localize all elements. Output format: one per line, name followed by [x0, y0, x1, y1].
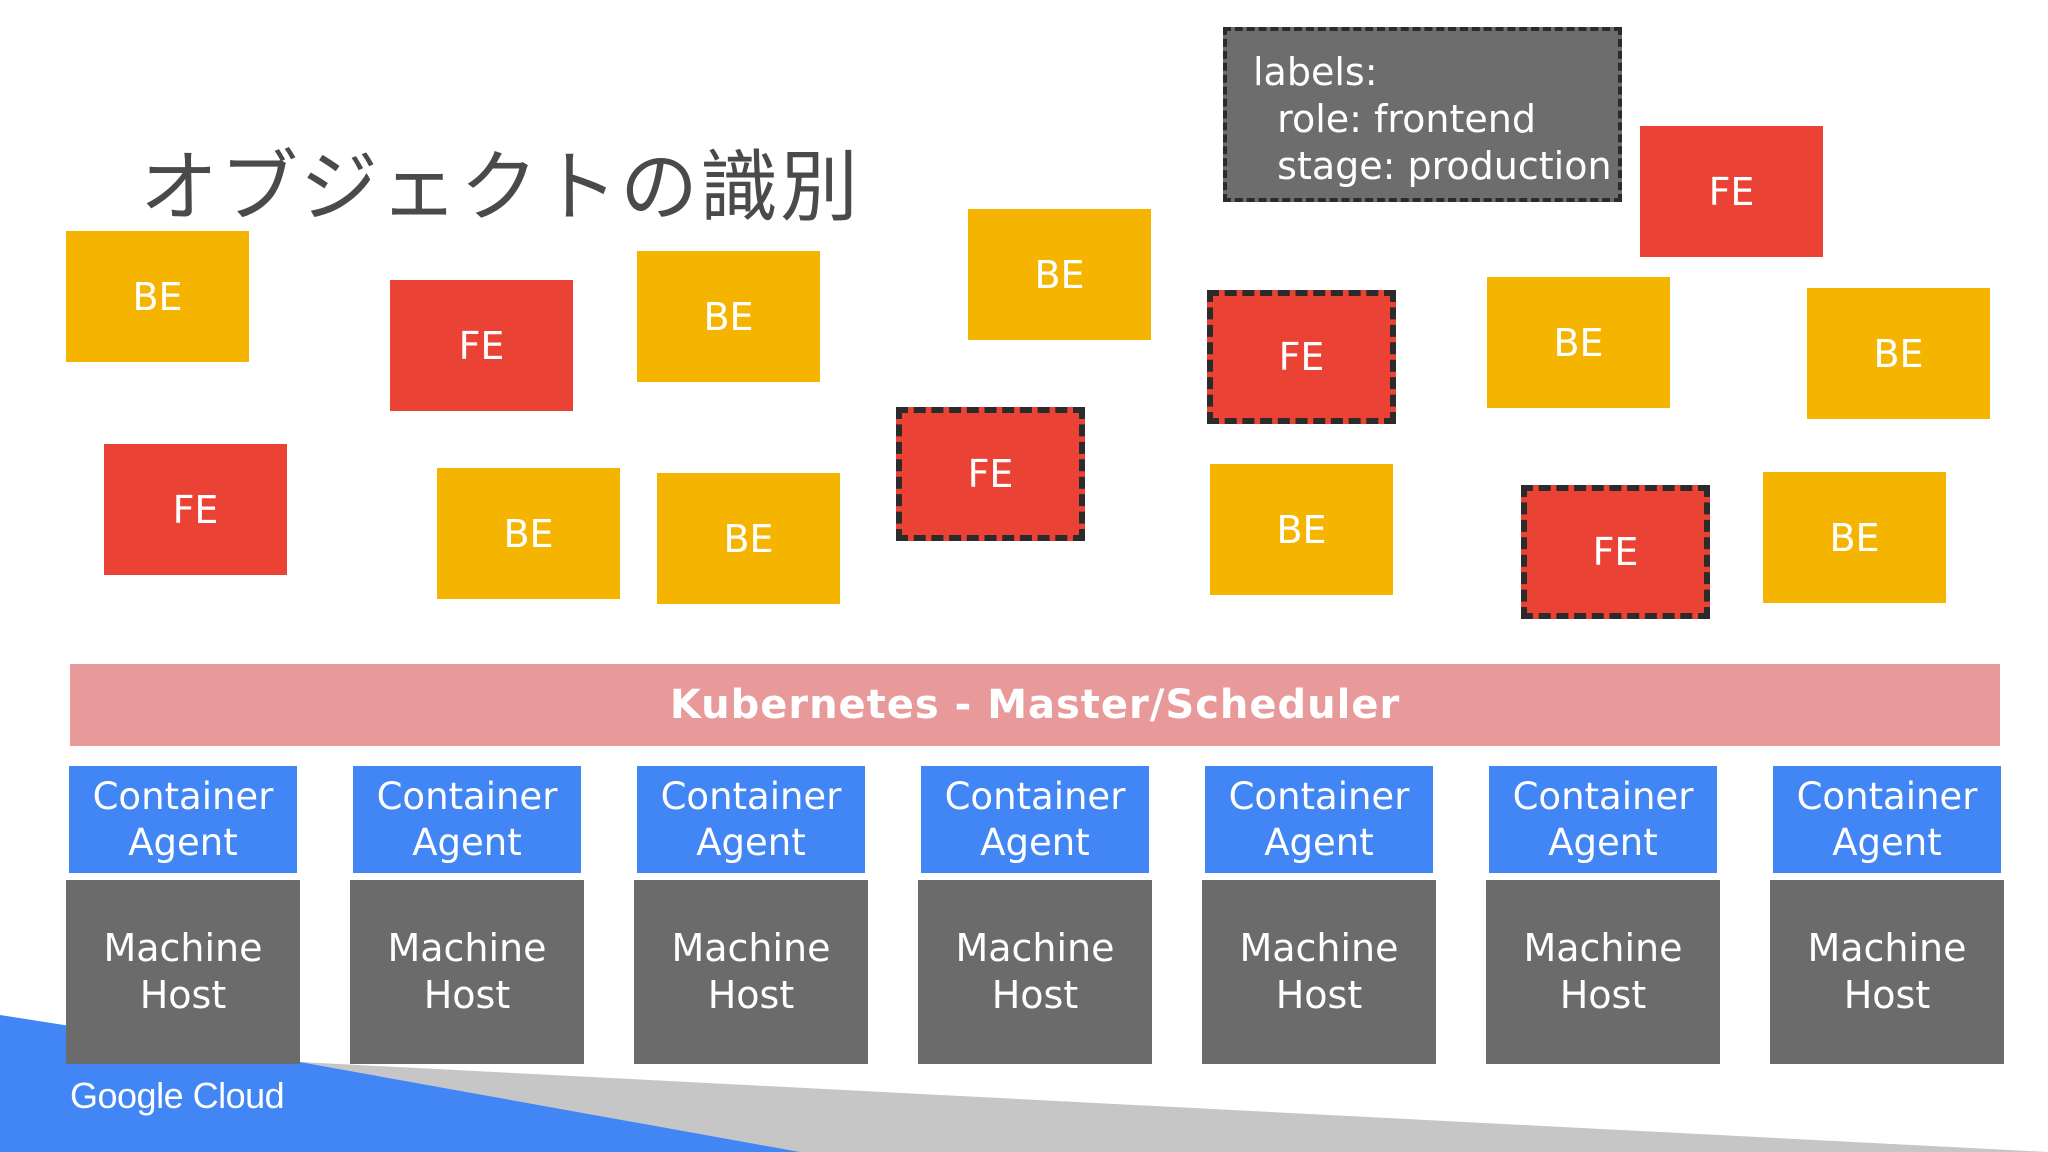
label-line: labels:: [1253, 50, 1378, 94]
pod: FE: [1521, 485, 1710, 619]
host-label: Host: [1275, 973, 1363, 1017]
pod-label: FE: [1708, 169, 1755, 214]
pod-label: BE: [503, 511, 554, 556]
pod: FE: [896, 407, 1085, 541]
pod-label: BE: [723, 516, 774, 561]
agent-label: Container: [1796, 774, 1978, 818]
pod: BE: [968, 209, 1151, 340]
pod: BE: [1487, 277, 1670, 408]
host-label: Machine: [387, 926, 547, 970]
pod-label: FE: [1592, 530, 1639, 574]
pod: FE: [1640, 126, 1823, 257]
host-label: Host: [707, 973, 795, 1017]
pod: BE: [437, 468, 620, 599]
pod: FE: [390, 280, 573, 411]
host-label: Host: [1843, 973, 1931, 1017]
pod: FE: [1207, 290, 1396, 424]
agent-label: Container: [1512, 774, 1694, 818]
pod-label: BE: [1829, 515, 1880, 560]
agent-label: Container: [660, 774, 842, 818]
pod-label: FE: [1278, 335, 1325, 379]
agent-label: Container: [376, 774, 558, 818]
agent-label: Container: [944, 774, 1126, 818]
pod-label: FE: [967, 452, 1014, 496]
master-scheduler-bar: Kubernetes - Master/Scheduler: [70, 664, 2000, 746]
google-cloud-logo: Google Cloud: [70, 1075, 285, 1116]
host-label: Machine: [1239, 926, 1399, 970]
label-line: role: frontend: [1253, 97, 1536, 141]
slide-title: オブジェクトの識別: [140, 143, 861, 233]
host-label: Machine: [671, 926, 831, 970]
pod-label: BE: [703, 294, 754, 339]
pod: BE: [1763, 472, 1946, 603]
host-label: Host: [1559, 973, 1647, 1017]
agent-label: Agent: [980, 820, 1090, 864]
host-label: Host: [423, 973, 511, 1017]
pod-label: BE: [1276, 507, 1327, 552]
pod: BE: [637, 251, 820, 382]
pod-label: BE: [132, 274, 183, 319]
agent-label: Agent: [1548, 820, 1658, 864]
host-label: Machine: [103, 926, 263, 970]
host-label: Machine: [1523, 926, 1683, 970]
agent-label: Agent: [412, 820, 522, 864]
host-label: Host: [991, 973, 1079, 1017]
pod: BE: [657, 473, 840, 604]
agent-label: Agent: [1264, 820, 1374, 864]
pod: BE: [1210, 464, 1393, 595]
pod-label: BE: [1873, 331, 1924, 376]
pod: BE: [66, 231, 249, 362]
pod-label: FE: [172, 487, 219, 532]
agent-label: Agent: [696, 820, 806, 864]
agent-label: Container: [92, 774, 274, 818]
pod: FE: [104, 444, 287, 575]
host-label: Machine: [1807, 926, 1967, 970]
pod: BE: [1807, 288, 1990, 419]
agent-label: Agent: [1832, 820, 1942, 864]
pod-label: FE: [458, 323, 505, 368]
pod-label: BE: [1553, 320, 1604, 365]
label-selector-box: labels: role: frontend stage: production: [1223, 27, 1622, 202]
pod-label: BE: [1034, 252, 1085, 297]
agent-label: Agent: [128, 820, 238, 864]
agent-label: Container: [1228, 774, 1410, 818]
label-line: stage: production: [1253, 144, 1612, 188]
host-label: Machine: [955, 926, 1115, 970]
host-label: Host: [139, 973, 227, 1017]
